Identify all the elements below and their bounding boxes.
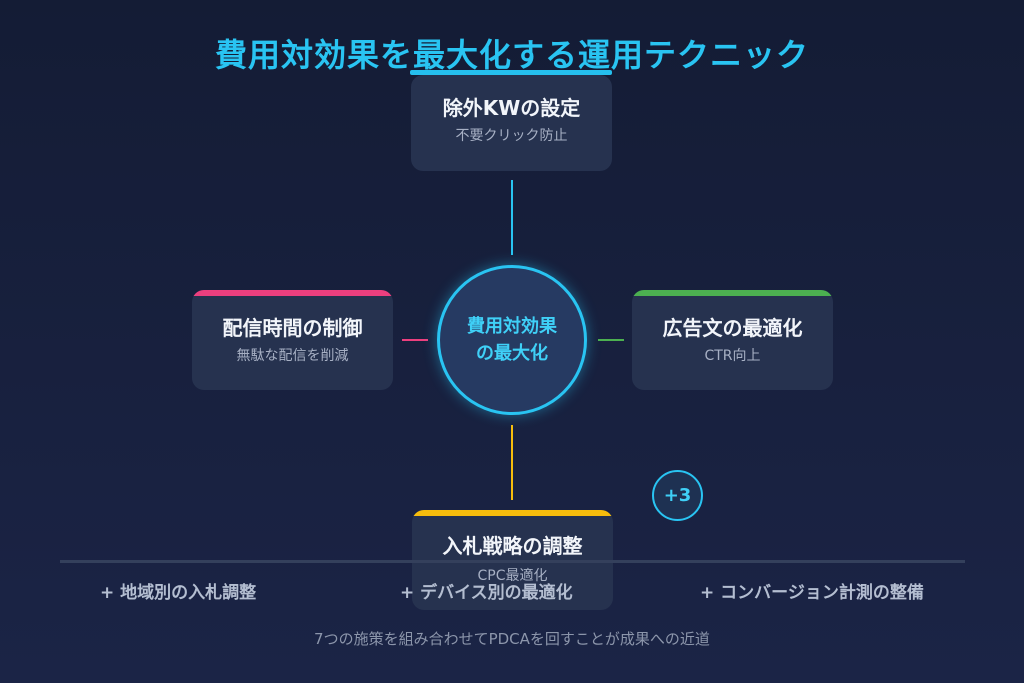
page-title: 費用対効果を最大化する運用テクニック	[214, 36, 809, 74]
card-title: 配信時間の制御	[222, 316, 363, 340]
more-count-badge: +3	[652, 470, 703, 521]
extra-item-conversion: + コンバージョン計測の整備	[700, 583, 924, 603]
card-ad-copy-optimization: 広告文の最適化 CTR向上	[632, 290, 833, 390]
center-hub: 費用対効果 の最大化	[437, 265, 587, 415]
card-exclude-keywords: 除外KWの設定 不要クリック防止	[411, 75, 612, 171]
title-underline	[410, 70, 612, 75]
center-hub-line2: の最大化	[476, 343, 548, 364]
connector-left	[402, 339, 428, 341]
footer-note: 7つの施策を組み合わせてPDCAを回すことが成果への近道	[314, 630, 710, 648]
card-title: 除外KWの設定	[442, 96, 581, 120]
card-title: 広告文の最適化	[662, 316, 803, 340]
divider	[60, 560, 965, 563]
card-subtitle: CPC最適化	[477, 568, 548, 584]
connector-top	[511, 180, 513, 255]
card-accent-bar	[412, 510, 613, 516]
extra-item-region: + 地域別の入札調整	[100, 583, 257, 603]
card-accent-bar	[632, 290, 833, 296]
card-subtitle: CTR向上	[704, 348, 761, 364]
card-subtitle: 無駄な配信を削減	[236, 348, 349, 364]
connector-bottom	[511, 425, 513, 500]
card-accent-bar	[192, 290, 393, 296]
card-schedule-control: 配信時間の制御 無駄な配信を削減	[192, 290, 393, 390]
connector-right	[598, 339, 624, 341]
center-hub-line1: 費用対効果	[467, 316, 557, 337]
extra-item-device: + デバイス別の最適化	[400, 583, 573, 603]
card-title: 入札戦略の調整	[442, 534, 583, 558]
card-subtitle: 不要クリック防止	[455, 128, 568, 144]
